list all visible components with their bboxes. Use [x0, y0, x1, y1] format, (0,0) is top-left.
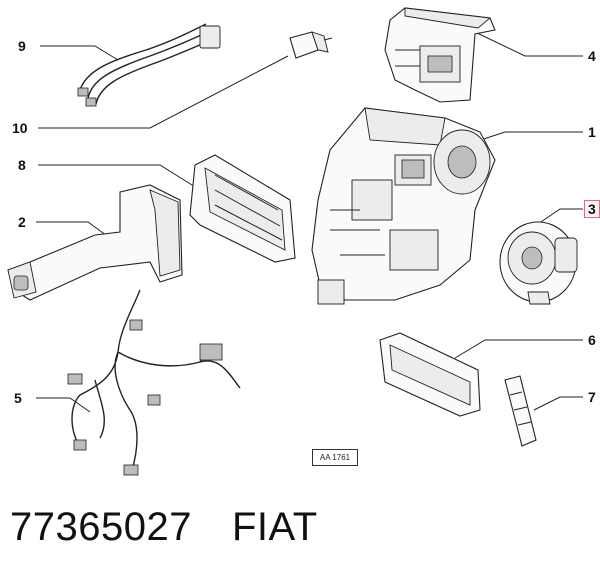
- leader-line-10: [38, 55, 289, 129]
- air-duct-part-2: [7, 184, 183, 301]
- callout-1: 1: [588, 124, 596, 140]
- blower-motor-part-3: [499, 221, 578, 305]
- leader-lines: [36, 31, 583, 413]
- resistor-part-7: [504, 375, 537, 447]
- heater-hoses-part-9: [77, 23, 221, 107]
- air-distribution-box-part-4: [384, 7, 496, 103]
- hvac-housing-part-1: [311, 107, 496, 305]
- leader-line-9: [40, 45, 119, 61]
- callout-3: 3: [584, 200, 600, 218]
- callout-4: 4: [588, 48, 596, 64]
- callout-5: 5: [14, 390, 22, 406]
- leader-line-6: [454, 339, 583, 359]
- reference-code-box: AA 1761: [312, 449, 358, 466]
- sensor-part-10: [289, 31, 333, 59]
- part-caption: 77365027 FIAT: [10, 505, 318, 550]
- callout-9: 9: [18, 38, 26, 54]
- leader-line-2: [36, 221, 111, 239]
- leader-line-5: [36, 397, 91, 413]
- wiring-harness-part-5: [67, 289, 241, 476]
- cabin-filter-part-6: [379, 332, 481, 417]
- leader-line-8: [38, 164, 201, 191]
- leader-line-7: [533, 396, 583, 411]
- callout-7: 7: [588, 389, 596, 405]
- part-number: 77365027: [10, 505, 192, 549]
- callout-8: 8: [18, 157, 26, 173]
- brand-name: FIAT: [231, 505, 318, 549]
- callout-6: 6: [588, 332, 596, 348]
- callout-10: 10: [12, 120, 28, 136]
- leader-line-4: [474, 31, 583, 57]
- callout-2: 2: [18, 214, 26, 230]
- heater-core-part-8: [189, 154, 296, 263]
